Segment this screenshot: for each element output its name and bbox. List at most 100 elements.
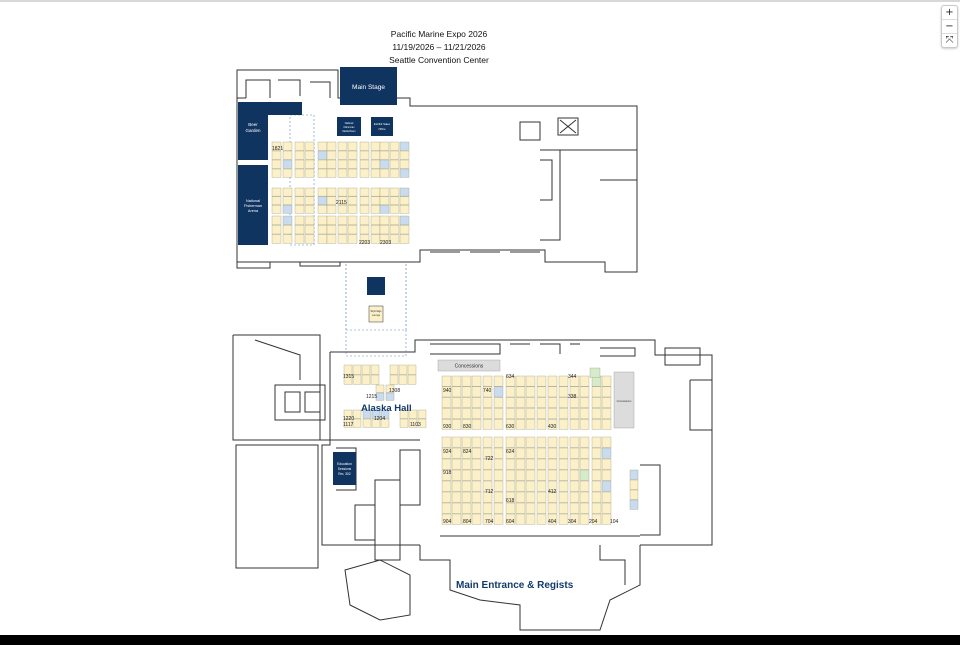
booth[interactable] <box>399 409 409 419</box>
booth[interactable] <box>482 513 493 525</box>
booth[interactable] <box>371 418 381 428</box>
booth[interactable] <box>558 375 569 387</box>
booth[interactable] <box>547 458 558 470</box>
booth[interactable] <box>282 150 293 160</box>
booth[interactable] <box>493 447 504 459</box>
booth[interactable] <box>337 150 348 160</box>
booth[interactable] <box>591 408 602 419</box>
booth[interactable] <box>337 215 348 225</box>
booth[interactable] <box>441 386 452 398</box>
fisherman-arena[interactable] <box>238 165 268 245</box>
booth[interactable] <box>304 215 315 225</box>
booth[interactable] <box>379 205 390 214</box>
booth[interactable] <box>271 234 282 244</box>
booth[interactable] <box>451 436 462 448</box>
booth[interactable] <box>398 374 408 385</box>
booth[interactable] <box>347 234 358 244</box>
booth[interactable] <box>304 141 315 151</box>
booth[interactable] <box>515 419 526 430</box>
booth[interactable] <box>370 159 381 169</box>
booth[interactable] <box>601 419 612 430</box>
booth[interactable] <box>471 447 482 459</box>
booth[interactable] <box>591 458 602 470</box>
booth[interactable] <box>579 397 590 408</box>
booth[interactable] <box>451 513 462 525</box>
booth[interactable] <box>601 375 612 387</box>
booth[interactable] <box>389 234 400 244</box>
booth[interactable] <box>558 469 569 481</box>
booth[interactable] <box>282 141 293 151</box>
booth[interactable] <box>493 386 504 398</box>
booth[interactable] <box>441 447 452 459</box>
booth[interactable] <box>337 234 348 244</box>
booth[interactable] <box>317 196 328 205</box>
booth[interactable] <box>271 168 282 178</box>
beer-garden[interactable] <box>238 115 268 160</box>
booth[interactable] <box>317 187 328 197</box>
booth[interactable] <box>359 215 370 225</box>
booth[interactable] <box>482 458 493 470</box>
booth[interactable] <box>399 196 410 205</box>
booth[interactable] <box>601 397 612 408</box>
booth[interactable] <box>389 215 400 225</box>
booth[interactable] <box>359 168 370 178</box>
booth[interactable] <box>362 409 372 419</box>
booth[interactable] <box>505 408 516 419</box>
booth[interactable] <box>482 491 493 503</box>
booth[interactable] <box>326 187 337 197</box>
media-room[interactable] <box>337 117 361 136</box>
booth[interactable] <box>294 187 305 197</box>
booth[interactable] <box>547 397 558 408</box>
booth[interactable] <box>482 386 493 398</box>
booth[interactable] <box>337 141 348 151</box>
booth[interactable] <box>558 419 569 430</box>
zoom-in-button[interactable]: + <box>942 6 957 20</box>
booth[interactable] <box>294 196 305 205</box>
booth[interactable] <box>558 480 569 492</box>
booth[interactable] <box>471 386 482 398</box>
booth[interactable] <box>493 436 504 448</box>
booth[interactable] <box>326 141 337 151</box>
booth[interactable] <box>359 234 370 244</box>
booth[interactable] <box>493 502 504 514</box>
booth[interactable] <box>536 480 547 492</box>
booth[interactable] <box>482 469 493 481</box>
booth[interactable] <box>441 419 452 430</box>
booth[interactable] <box>379 215 390 225</box>
booth[interactable] <box>379 150 390 160</box>
booth[interactable] <box>399 159 410 169</box>
booth[interactable] <box>558 408 569 419</box>
booth[interactable] <box>304 187 315 197</box>
booth[interactable] <box>461 419 472 430</box>
booth[interactable] <box>304 225 315 235</box>
booth[interactable] <box>505 436 516 448</box>
booth[interactable] <box>417 409 427 419</box>
booth[interactable] <box>451 397 462 408</box>
booth[interactable] <box>515 502 526 514</box>
booth[interactable] <box>482 397 493 408</box>
booth[interactable] <box>569 419 580 430</box>
booth[interactable] <box>569 513 580 525</box>
booth[interactable] <box>505 397 516 408</box>
booth[interactable] <box>343 409 353 419</box>
booth[interactable] <box>343 418 353 428</box>
booth[interactable] <box>385 392 395 401</box>
exhibit-sales-office[interactable] <box>371 117 393 136</box>
booth[interactable] <box>399 215 410 225</box>
booth[interactable] <box>461 458 472 470</box>
booth[interactable] <box>569 447 580 459</box>
booth[interactable] <box>591 397 602 408</box>
booth[interactable] <box>601 502 612 514</box>
booth[interactable] <box>461 447 472 459</box>
booth[interactable] <box>326 168 337 178</box>
booth[interactable] <box>326 234 337 244</box>
booth[interactable] <box>525 386 536 398</box>
booth[interactable] <box>505 458 516 470</box>
booth[interactable] <box>380 409 390 419</box>
booth[interactable] <box>493 513 504 525</box>
booth[interactable] <box>569 375 580 387</box>
booth[interactable] <box>389 225 400 235</box>
booth[interactable] <box>389 159 400 169</box>
booth[interactable] <box>385 384 395 393</box>
booth[interactable] <box>579 447 590 459</box>
